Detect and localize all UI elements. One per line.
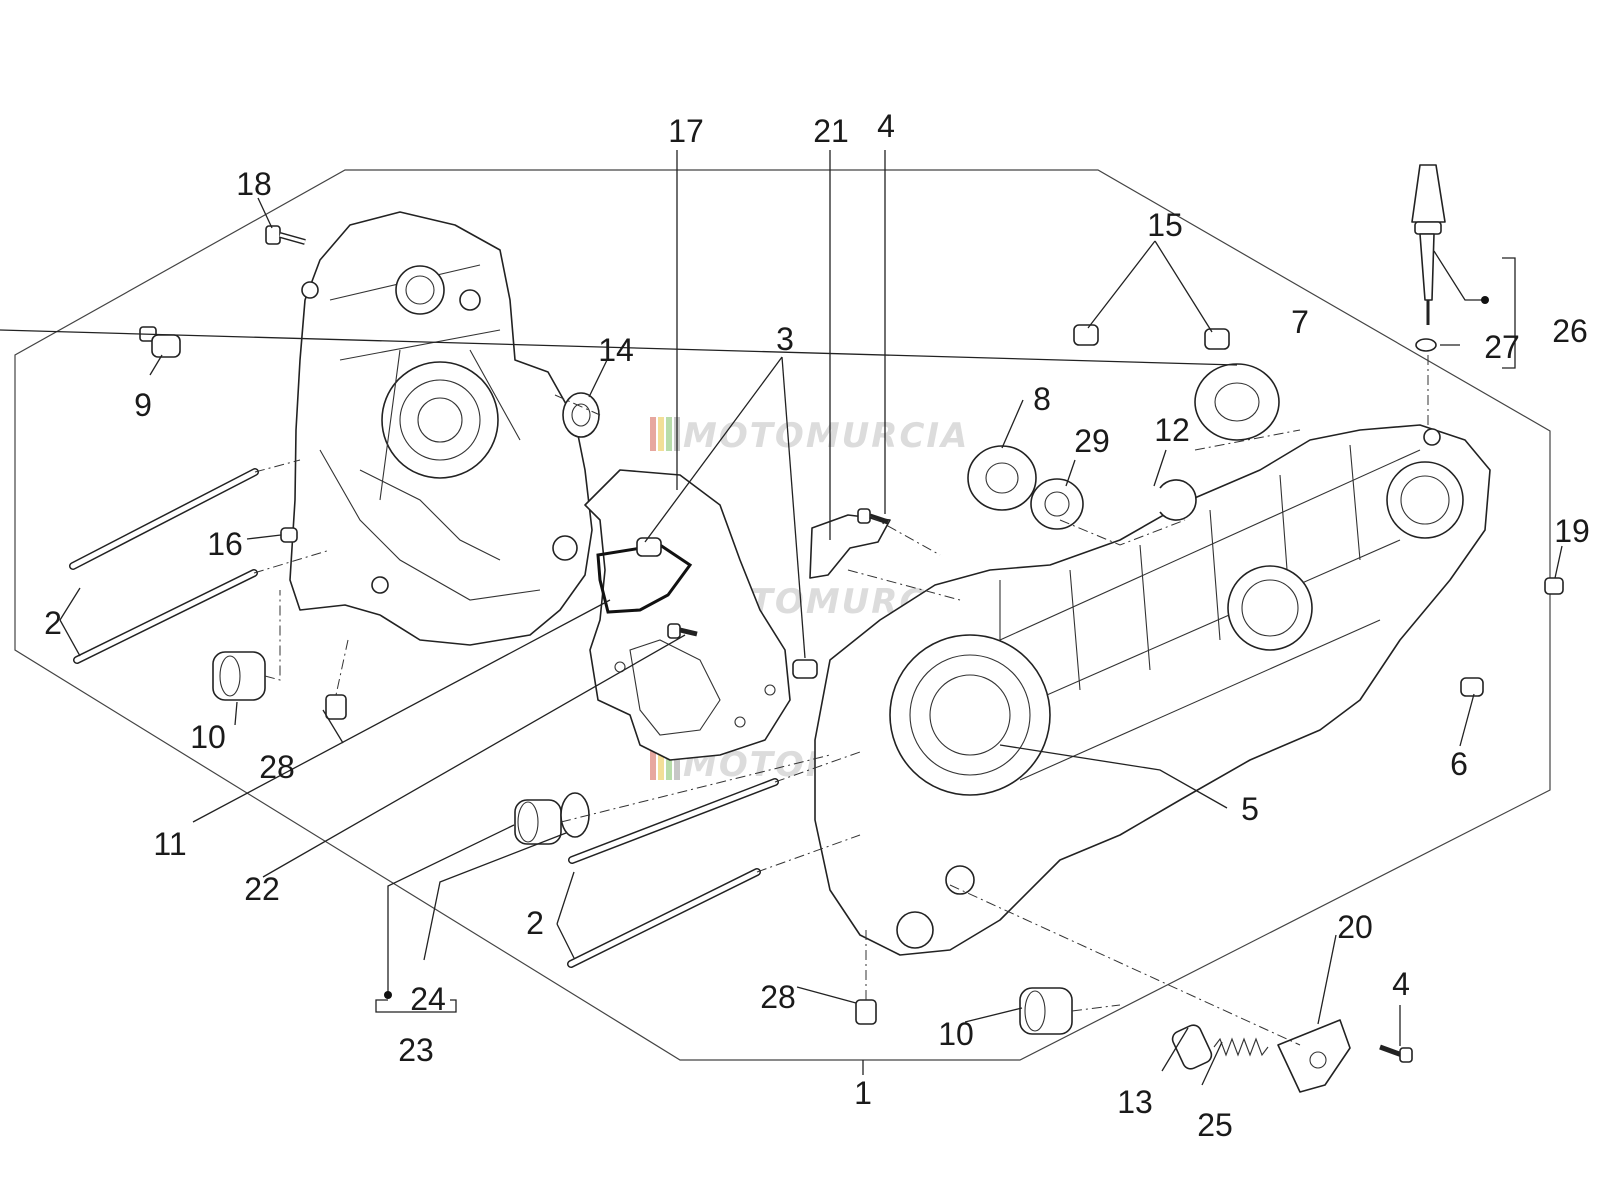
bearing-14 [562,392,600,438]
callout-5: 5 [1241,791,1259,827]
bearing-29 [1030,478,1084,530]
callout-21: 21 [813,113,849,149]
callout-19: 19 [1554,513,1590,549]
callout-4: 4 [1392,966,1410,1002]
callout-15: 15 [1147,207,1183,243]
leader-lines [0,150,1563,1086]
callout-26: 26 [1552,313,1588,349]
callout-12: 12 [1154,412,1190,448]
callout-24: 24 [410,981,446,1017]
dowel-6 [1460,677,1484,697]
callout-8: 8 [1033,381,1051,417]
callout-4: 4 [877,108,895,144]
dowel-3-upper [636,537,662,557]
stud-bolt-centre-upper [568,778,779,864]
bearing-8 [967,445,1037,511]
callout-2: 2 [526,905,544,941]
watermark-top: MOTOMURCIA [650,416,969,456]
watermark-text: MOTOMURCIA [683,416,969,456]
callout-10: 10 [938,1016,974,1052]
right-crankcase-half [814,424,1491,956]
cover-plate-20 [1277,1019,1351,1093]
o-ring [560,792,590,838]
assembly-frame-1 [14,169,1551,1061]
callout-29: 29 [1074,423,1110,459]
circlip-12 [1159,479,1197,521]
callout-27: 27 [1484,329,1520,365]
group-dot-23 [384,991,392,999]
dowel-28-left [325,694,347,720]
callout-23: 23 [398,1032,434,1068]
callout-28: 28 [259,749,295,785]
gasket-bracket-21 [809,514,891,579]
dowel-15-left [1073,324,1099,346]
spring-25 [1213,1037,1269,1057]
dowel-19 [1544,577,1564,595]
callout-11: 11 [153,826,186,862]
bearing-7 [1194,363,1280,441]
callout-3: 3 [776,321,794,357]
callout-18: 18 [236,166,272,202]
group-dot-26 [1481,296,1489,304]
callout-25: 25 [1197,1107,1233,1143]
left-crankcase-half [289,211,593,646]
sleeve-13 [1171,1024,1213,1070]
silentblock-10-left [212,651,266,701]
callout-9: 9 [134,387,152,423]
dowel-16 [280,527,298,543]
callout-6: 6 [1450,746,1468,782]
callout-2: 2 [44,605,62,641]
dowel-28-bottom [855,999,877,1025]
bolt-18 [265,225,306,245]
callout-17: 17 [668,113,704,149]
callout-1: 1 [854,1075,872,1111]
callout-7: 7 [1291,304,1309,340]
callouts: 1 2 2 3 4 4 5 6 7 8 9 10 10 11 12 13 14 … [44,108,1590,1143]
callout-16: 16 [207,526,243,562]
central-gasket [584,469,791,761]
silentblock-10-bottom [1019,987,1073,1035]
callout-14: 14 [598,332,634,368]
callout-22: 22 [244,871,280,907]
dowel-3-lower [792,659,818,679]
stud-bolt-left-upper [69,468,259,570]
washer-27 [1415,338,1437,352]
stud-bolt-centre-lower [567,868,761,968]
callout-28: 28 [760,979,796,1015]
small-gasket-plate [596,543,693,614]
stud-bolt-left-lower [73,569,258,664]
screw-gasket [667,623,698,639]
callout-13: 13 [1117,1084,1153,1120]
dowel-15-right [1204,328,1230,350]
callout-20: 20 [1337,909,1373,945]
dipstick-26 [1411,164,1446,325]
screw-4-bottom [1379,1044,1413,1063]
alignment-lines [253,355,1429,1046]
callout-10: 10 [190,719,226,755]
pin-9 [139,326,181,358]
